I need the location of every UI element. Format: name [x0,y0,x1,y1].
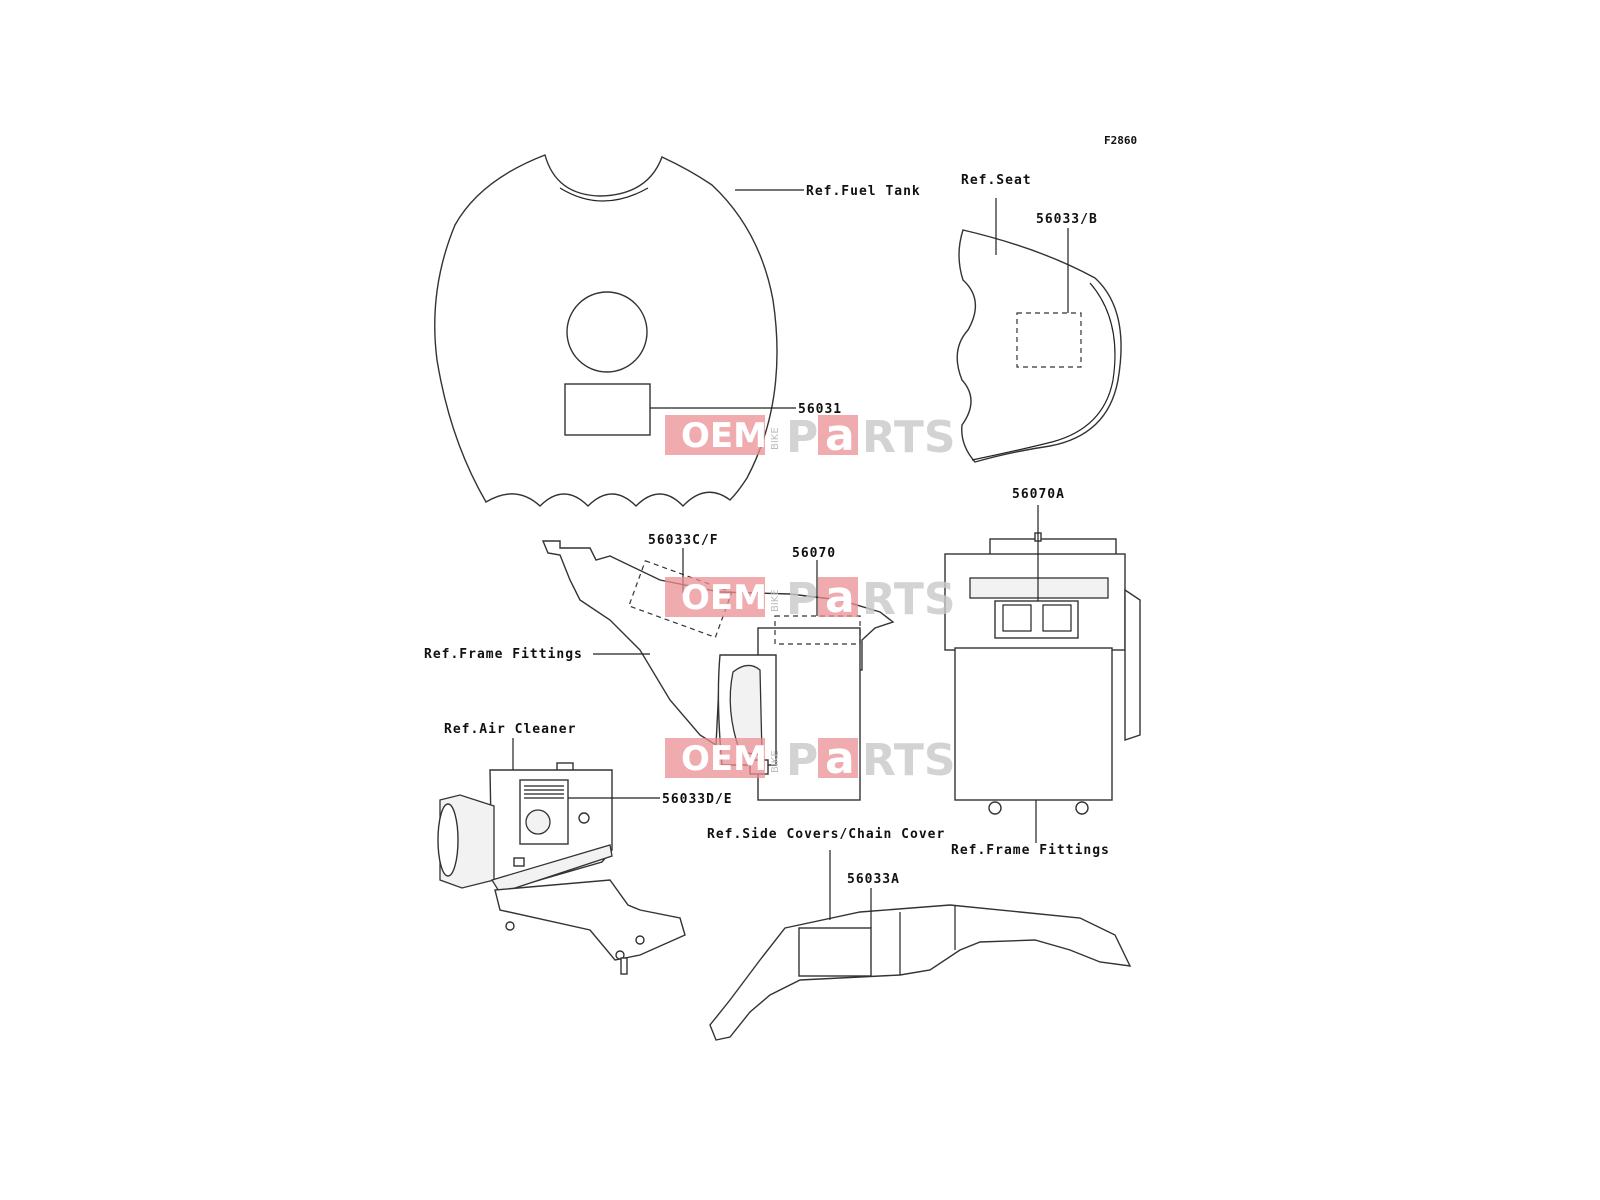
svg-text:OEM: OEM [681,416,767,456]
label-56031: 56031 [798,402,842,417]
svg-text:P: P [786,735,818,786]
label-56070: 56070 [792,546,836,561]
battery-box-drawing: 56070A Ref.Frame Fittings [944,487,1141,858]
label-ref-fuel-tank: Ref.Fuel Tank [806,184,921,199]
svg-text:BIKE: BIKE [770,750,781,773]
svg-text:OEM: OEM [681,739,767,779]
svg-text:BIKE: BIKE [770,427,781,450]
label-ref-air-cleaner: Ref.Air Cleaner [444,722,576,737]
label-ref-side-covers: Ref.Side Covers/Chain Cover [707,827,945,842]
svg-text:RTS: RTS [862,574,956,625]
decal-56031-area [564,383,651,436]
decal-56033a-area [798,927,872,977]
svg-text:P: P [786,574,818,625]
label-56033cf: 56033C/F [648,533,719,548]
svg-text:a: a [825,410,855,461]
seat-drawing: Ref.Seat 56033/B [956,173,1122,463]
svg-text:BIKE: BIKE [770,589,781,612]
label-ref-seat: Ref.Seat [961,173,1032,188]
watermark-1: OEM BIKE P a RTS [665,410,956,463]
label-ref-frame-fittings-left: Ref.Frame Fittings [424,647,583,662]
decal-56033b-area [1016,312,1082,368]
label-56033b: 56033/B [1036,212,1098,227]
decal-56070-area [774,615,861,645]
decal-56033cf-area [628,560,733,639]
decal-56070a-area [994,600,1079,639]
svg-text:OEM: OEM [681,578,767,618]
chain-cover-drawing: Ref.Side Covers/Chain Cover 56033A [707,827,1132,1041]
figure-code: F2860 [1104,134,1137,147]
label-56033de: 56033D/E [662,792,733,807]
svg-text:a: a [825,572,855,623]
svg-text:a: a [825,733,855,784]
watermark-2: OEM BIKE P a RTS [665,572,956,625]
watermark-3: OEM BIKE P a RTS [665,733,956,786]
label-56033a: 56033A [847,872,900,887]
svg-text:RTS: RTS [862,735,956,786]
label-56070a: 56070A [1012,487,1065,502]
svg-text:P: P [786,412,818,463]
label-ref-frame-fittings-right: Ref.Frame Fittings [951,843,1110,858]
air-cleaner-drawing: Ref.Air Cleaner 56033D/E [437,722,733,975]
svg-text:RTS: RTS [862,412,956,463]
